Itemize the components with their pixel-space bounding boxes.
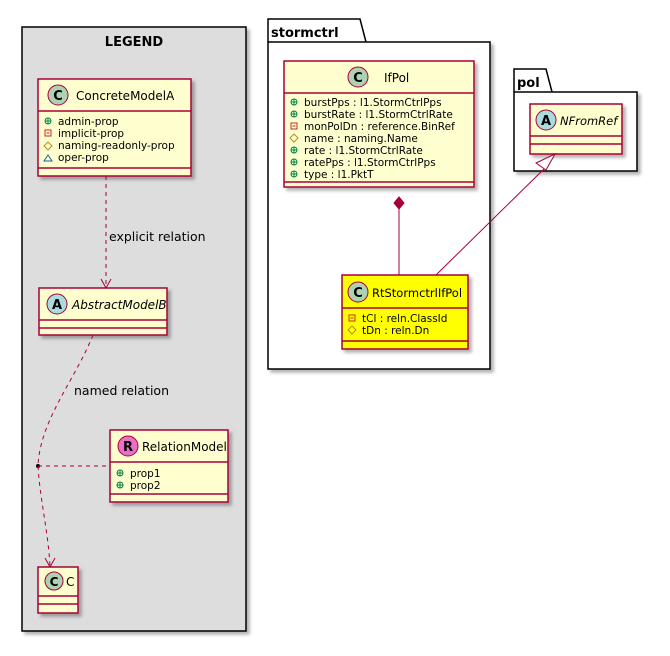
class-ifpol[interactable]: C IfPol burstPps : l1.StormCtrlPps burst… [283, 60, 475, 188]
stereotype-letter: R [123, 440, 133, 455]
explicit-relation-label: explicit relation [109, 229, 206, 244]
generalization-link [435, 152, 557, 276]
named-relation-label: named relation [74, 383, 169, 398]
protected-visibility-icon [289, 133, 299, 143]
member-list: admin-prop implicit-prop naming-readonly… [43, 116, 175, 164]
member: implicit-prop [58, 128, 124, 140]
private-visibility-icon [348, 314, 356, 322]
class-name: ConcreteModelA [76, 89, 175, 103]
private-visibility-icon [290, 122, 298, 130]
member: ratePps : l1.StormCtrlPps [304, 157, 436, 169]
class-concrete-model-a[interactable]: C ConcreteModelA admin-prop implicit-pro… [37, 78, 192, 177]
generalization-arrowhead [535, 152, 557, 171]
relation-class-icon [117, 435, 139, 457]
concrete-class-icon [347, 281, 369, 303]
member: name : naming.Name [304, 133, 418, 145]
class-c[interactable]: C C [37, 566, 79, 614]
class-name: IfPol [384, 71, 409, 85]
legend-title: LEGEND [105, 35, 164, 50]
stereotype-letter: C [353, 286, 363, 301]
class-relation-model[interactable]: R RelationModel prop1 prop2 [109, 429, 229, 503]
public-visibility-icon [116, 469, 124, 477]
class-name: RtStormctrlIfPol [372, 286, 462, 300]
member: tDn : reln.Dn [362, 325, 429, 337]
composition-link [393, 196, 405, 275]
public-visibility-icon [290, 158, 298, 166]
member: type : l1.PktT [304, 169, 374, 181]
public-visibility-icon [116, 481, 124, 489]
member: prop1 [130, 468, 161, 480]
public-visibility-icon [290, 170, 298, 178]
member: naming-readonly-prop [58, 140, 175, 152]
public-visibility-icon [290, 98, 298, 106]
package-name: stormctrl [271, 26, 339, 41]
abstract-class-icon [535, 109, 557, 131]
public-visibility-icon [44, 117, 52, 125]
abstract-class-icon [46, 293, 68, 315]
protected-visibility-icon [347, 325, 357, 335]
class-nfromref[interactable]: A NFromRef [529, 103, 623, 155]
stereotype-letter: A [541, 114, 551, 129]
concrete-class-icon [347, 66, 369, 88]
member: rate : l1.StormCtrlRate [304, 145, 423, 157]
member: burstRate : l1.StormCtrlRate [304, 109, 453, 121]
concrete-class-icon [47, 84, 69, 106]
package-name: pol [517, 76, 540, 91]
class-name: RelationModel [142, 440, 227, 454]
public-visibility-icon [290, 146, 298, 154]
member: monPolDn : reference.BinRef [304, 121, 455, 133]
class-rt-stormctrl-ifpol[interactable]: C RtStormctrlIfPol tCl : reln.ClassId tD… [341, 274, 469, 350]
public-visibility-icon [290, 110, 298, 118]
stereotype-letter: C [353, 71, 363, 86]
member: burstPps : l1.StormCtrlPps [304, 97, 442, 109]
member: oper-prop [58, 152, 109, 164]
class-name: C [66, 575, 74, 589]
stereotype-letter: C [50, 575, 59, 589]
member-list: burstPps : l1.StormCtrlPps burstRate : l… [289, 97, 455, 181]
private-visibility-icon [44, 129, 52, 137]
member: admin-prop [58, 116, 119, 128]
stereotype-letter: A [52, 298, 62, 313]
class-name: NFromRef [560, 114, 619, 128]
package-visibility-icon [43, 154, 53, 162]
member: tCl : reln.ClassId [362, 313, 447, 325]
member: prop2 [130, 480, 161, 492]
concrete-class-icon [44, 571, 64, 591]
class-abstract-model-b[interactable]: A AbstractModelB [38, 287, 168, 336]
protected-visibility-icon [43, 141, 53, 151]
class-name: AbstractModelB [71, 298, 167, 312]
stereotype-letter: C [53, 89, 63, 104]
composition-diamond [393, 196, 405, 210]
